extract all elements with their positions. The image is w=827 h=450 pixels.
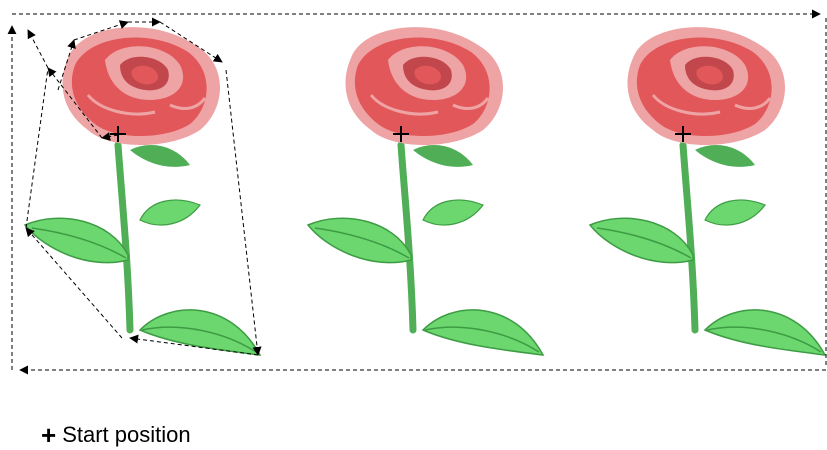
contour-segment <box>26 68 48 228</box>
start-position-label: Start position <box>62 422 190 448</box>
start-position-symbol: + <box>41 422 56 448</box>
rose-3 <box>590 27 825 355</box>
contour-segment <box>28 30 48 68</box>
contour-segment <box>226 70 258 355</box>
rose-2 <box>308 27 543 355</box>
rose-1 <box>25 27 260 355</box>
legend: + Start position <box>41 420 191 450</box>
